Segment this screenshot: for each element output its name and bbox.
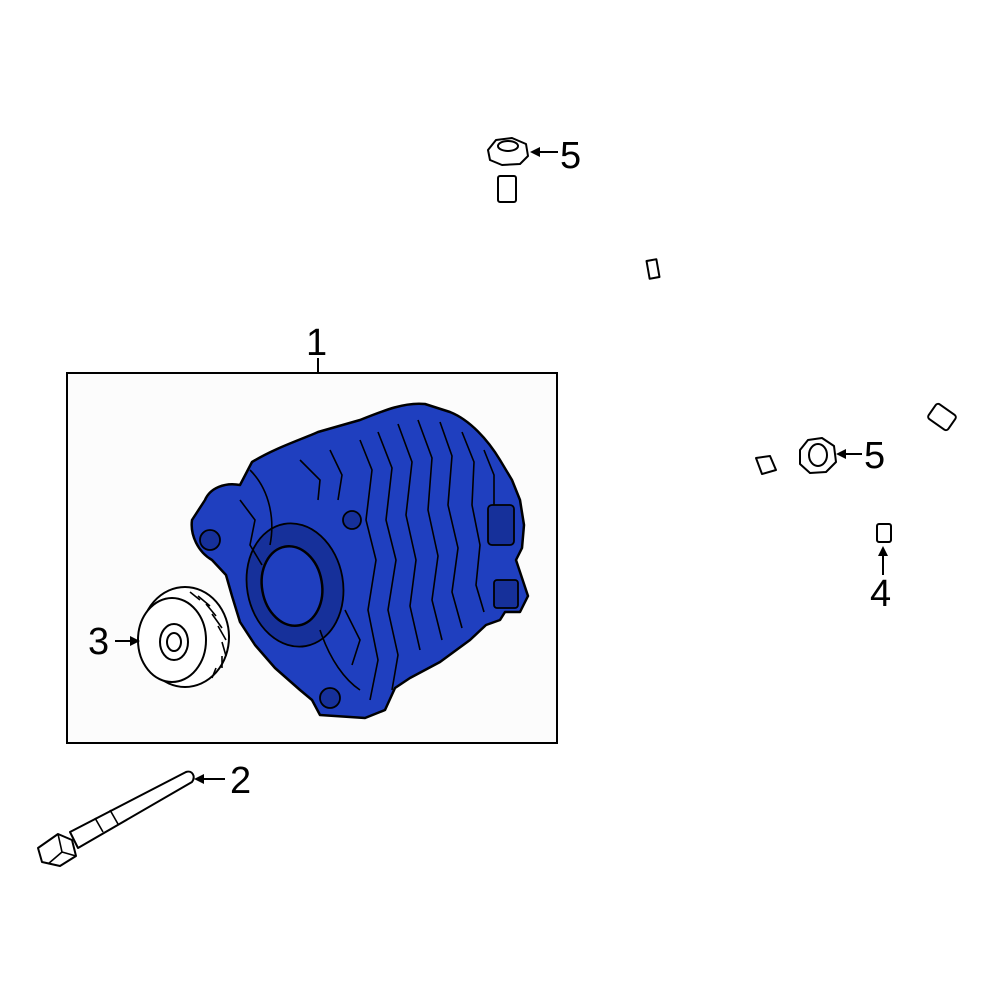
alternator[interactable]: [190, 402, 530, 720]
callout-5b[interactable]: 5: [864, 435, 885, 477]
nut-top[interactable]: [487, 137, 529, 166]
bolt[interactable]: [37, 770, 195, 867]
callout-2[interactable]: 2: [230, 760, 251, 802]
callout-2-arrow: [194, 774, 204, 784]
callout-3-arrow: [130, 636, 140, 646]
callout-3[interactable]: 3: [88, 621, 109, 663]
callout-1[interactable]: 1: [306, 322, 327, 364]
callout-4-arrow: [878, 546, 888, 556]
callout-5a-arrow: [530, 147, 540, 157]
callout-4[interactable]: 4: [870, 573, 891, 615]
callout-5a[interactable]: 5: [560, 135, 581, 177]
callout-5b-arrow: [836, 449, 846, 459]
battery-cable[interactable]: [497, 175, 962, 543]
nut-right[interactable]: [799, 437, 837, 474]
